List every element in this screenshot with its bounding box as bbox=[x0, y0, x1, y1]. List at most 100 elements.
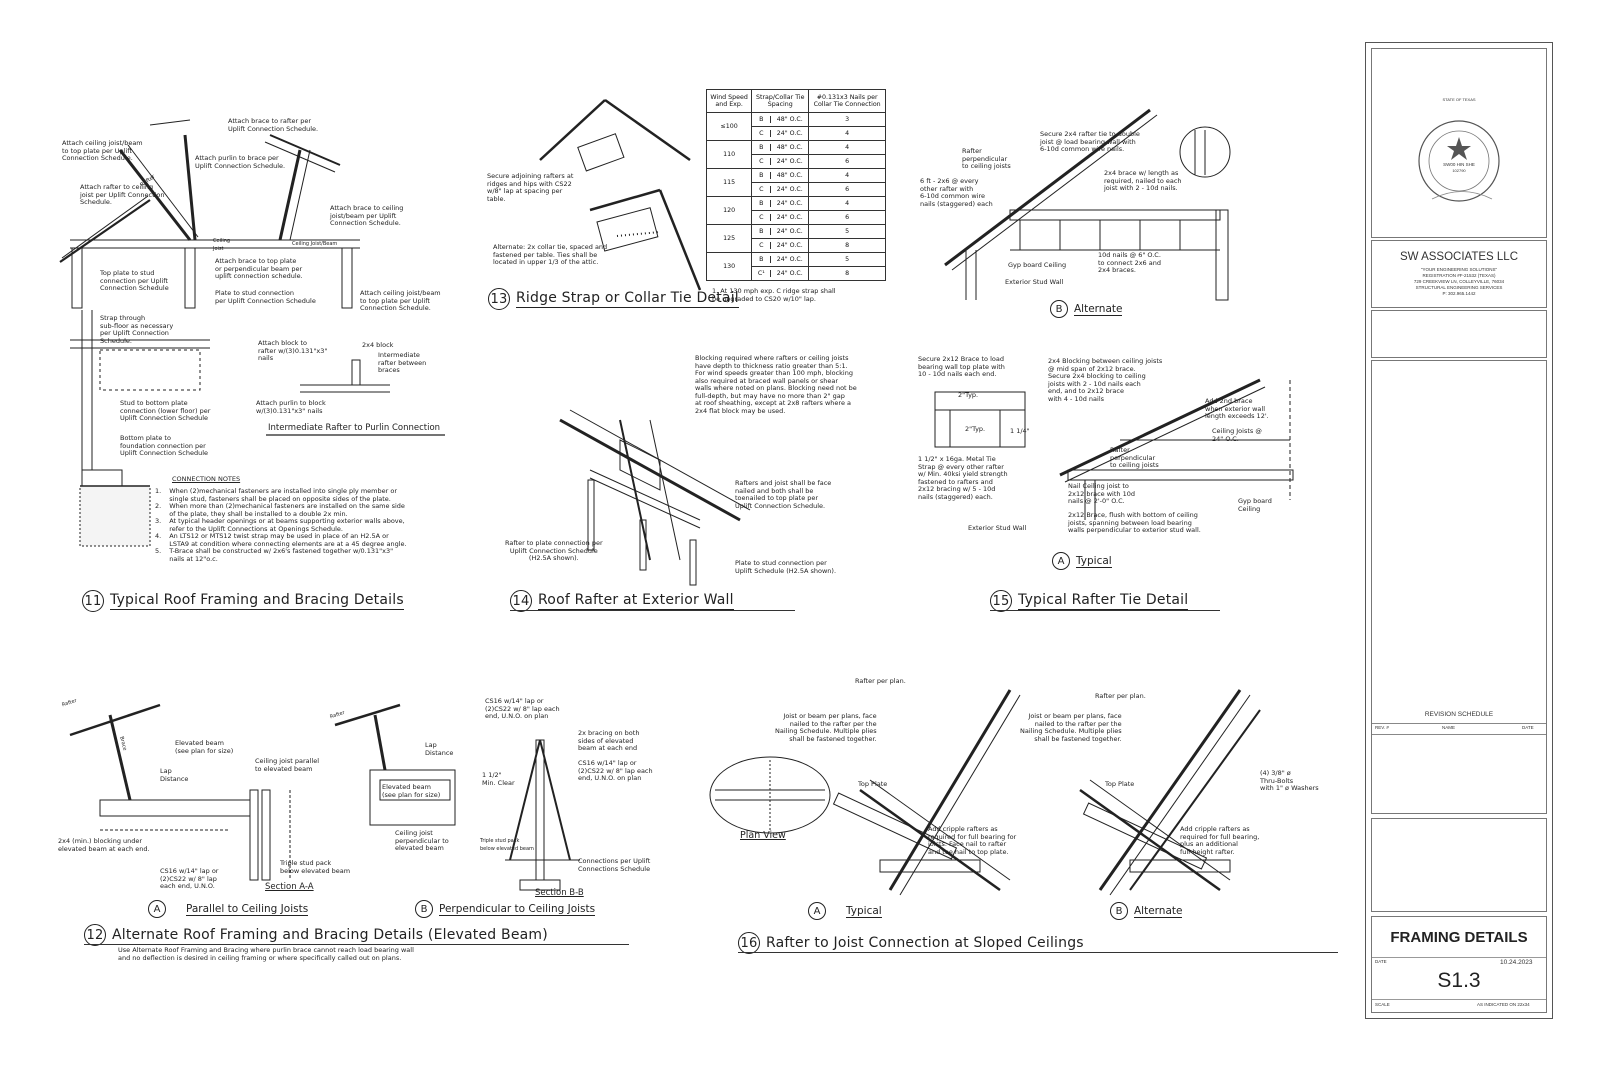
exposure-cell: B bbox=[752, 256, 772, 263]
detail-number: 15 bbox=[990, 590, 1012, 612]
spacing-cell: 24" O.C. bbox=[776, 214, 803, 221]
col-spacing: Strap/Collar Tie Spacing bbox=[751, 89, 810, 113]
detail-title-text: Roof Rafter at Exterior Wall bbox=[538, 592, 734, 610]
subdetail-letter: A bbox=[148, 900, 166, 918]
nails-cell: 3 bbox=[808, 112, 886, 127]
engineer-seal-icon bbox=[1418, 120, 1500, 202]
callout-collar-tie: Alternate: 2x collar tie, spaced and fas… bbox=[493, 243, 608, 266]
detail-number: 13 bbox=[488, 288, 510, 310]
subdetail-letter: A bbox=[808, 902, 826, 920]
callout-ceiling-joist-top-plate-2: Attach ceiling joist/beam to top plate p… bbox=[360, 289, 441, 312]
sheet-number: S1.3 bbox=[1437, 969, 1481, 992]
note-number: 2. bbox=[155, 502, 162, 510]
detail-title-text: Ridge Strap or Collar Tie Detail bbox=[516, 290, 739, 308]
exposure-cell: C bbox=[752, 130, 772, 137]
blank-panel bbox=[1371, 310, 1547, 358]
callout-stud-bottom-plate: Stud to bottom plate connection (lower f… bbox=[120, 399, 211, 422]
dim-2in-typ: 2"Typ. bbox=[958, 391, 979, 399]
callout-rafter-ceiling-joist: Attach rafter to ceiling joist per Uplif… bbox=[80, 183, 165, 206]
plan-view-label: Plan View bbox=[740, 830, 786, 841]
callout-15a-rafter: Rafter perpendicular to ceiling joists bbox=[1110, 446, 1159, 469]
detail-12b-subtitle: B Perpendicular to Ceiling Joists bbox=[415, 900, 596, 918]
note-text: When (2)mechanical fasteners are install… bbox=[169, 487, 398, 503]
detail-16a-subtitle: A Typical bbox=[808, 902, 882, 920]
wind-speed-cell: 110 bbox=[705, 140, 753, 169]
callout-12b-cs16-top: CS16 w/14" lap or (2)CS22 w/ 8" lap each… bbox=[485, 697, 560, 720]
title-underline bbox=[738, 952, 1338, 953]
nails-cell: 4 bbox=[808, 168, 886, 183]
detail-14-title: 14 Roof Rafter at Exterior Wall bbox=[510, 590, 734, 612]
blank-panel-2 bbox=[1371, 818, 1547, 912]
exposure-cell: B bbox=[752, 116, 772, 123]
exposure-spacing-wrap: C 24" O.C. bbox=[752, 130, 808, 137]
spacing-cell: 24" O.C. bbox=[776, 130, 803, 137]
col-nails: #0.131x3 Nails per Collar Tie Connection bbox=[808, 89, 886, 113]
table-header-row: Wind Speed and Exp. Strap/Collar Tie Spa… bbox=[705, 89, 886, 113]
exposure-cell: B bbox=[752, 144, 772, 151]
detail-title-text: Typical Rafter Tie Detail bbox=[1018, 592, 1189, 610]
spacing-cell: 24" O.C. bbox=[776, 256, 803, 263]
title-underline bbox=[84, 944, 629, 945]
callout-12b-connections: Connections per Uplift Connections Sched… bbox=[578, 857, 651, 873]
note-item: 5.T-Brace shall be constructed w/ 2x6's … bbox=[155, 547, 455, 563]
name-col-header: NAME bbox=[1442, 725, 1456, 730]
callout-12b-elevated-beam: Elevated beam (see plan for size) bbox=[382, 783, 441, 799]
nails-cell: 8 bbox=[808, 238, 886, 253]
nails-cell: 8 bbox=[808, 266, 886, 281]
callout-15a-2x12-brace: Secure 2x12 Brace to load bearing wall t… bbox=[918, 355, 1005, 378]
exposure-spacing-cell: B 24" O.C. bbox=[751, 252, 810, 267]
detail-12-title: 12 Alternate Roof Framing and Bracing De… bbox=[84, 924, 548, 946]
exposure-cell: C¹ bbox=[752, 270, 772, 277]
callout-12b-triple-stud: Triple stud pack below elevated beam bbox=[480, 838, 534, 852]
spacing-cell: 48" O.C. bbox=[776, 172, 803, 179]
callout-15a-nail-joist: Nail Ceiling joist to 2x12 brace with 10… bbox=[1068, 482, 1135, 505]
callout-15b-exterior-wall: Exterior Stud Wall bbox=[1005, 278, 1064, 286]
detail-11-title: 11 Typical Roof Framing and Bracing Deta… bbox=[82, 590, 404, 612]
section-a-a: Section A-A bbox=[265, 882, 314, 892]
callout-purlin-brace: Attach purlin to brace per Uplift Connec… bbox=[195, 154, 286, 170]
note-number: 3. bbox=[155, 517, 162, 525]
callout-15b-rafter: Rafter perpendicular to ceiling joists bbox=[962, 147, 1011, 170]
revision-header-row: REV. # NAME DATE bbox=[1372, 723, 1546, 735]
detail-15-title: 15 Typical Rafter Tie Detail bbox=[990, 590, 1189, 612]
revision-title: REVISION SCHEDULE bbox=[1424, 711, 1494, 718]
subdetail-title: Perpendicular to Ceiling Joists bbox=[439, 902, 596, 916]
callout-15b-brace: 2x4 brace w/ length as required, nailed … bbox=[1104, 169, 1182, 192]
scale-label: SCALE bbox=[1375, 1002, 1390, 1007]
detail-number: 14 bbox=[510, 590, 532, 612]
firm-address: 729 CREEKVIEW LN, COLLEYVILLE, 76034 bbox=[1413, 279, 1505, 284]
callout-16a-cripple: Add cripple rafters as required for full… bbox=[928, 825, 1017, 856]
sheet-title: FRAMING DETAILS bbox=[1390, 929, 1528, 946]
nails-cell: 5 bbox=[808, 252, 886, 267]
firm-services: STRUCTURAL ENGINEERING SERVICES bbox=[1415, 285, 1503, 290]
subdetail-title: Typical bbox=[1076, 554, 1112, 568]
detail-title-text: Alternate Roof Framing and Bracing Detai… bbox=[112, 927, 548, 943]
note-item: 4.An LTS12 or MTS12 twist strap may be u… bbox=[155, 532, 455, 548]
detail-13-title: 13 Ridge Strap or Collar Tie Detail bbox=[488, 288, 739, 310]
callout-15a-gyp: Gyp board Ceiling bbox=[1238, 497, 1272, 513]
note-number: 4. bbox=[155, 532, 162, 540]
subdetail-title: Typical bbox=[846, 904, 882, 918]
callout-plate-stud: Plate to stud connection per Uplift Conn… bbox=[215, 289, 316, 305]
rev-col-header: REV. # bbox=[1375, 725, 1389, 730]
detail-number: 11 bbox=[82, 590, 104, 612]
callout-brace-top-plate: Attach brace to top plate or perpendicul… bbox=[215, 257, 303, 280]
callout-16b-thru-bolts: (4) 3/8" ø Thru-Bolts with 1" ø Washers bbox=[1260, 769, 1319, 792]
nails-cell: 6 bbox=[808, 182, 886, 197]
callout-12b-cs16-right: CS16 w/14" lap or (2)CS22 w/ 8" lap each… bbox=[578, 759, 653, 782]
callout-blocking: Blocking required where rafters or ceili… bbox=[695, 354, 857, 415]
exposure-cell: B bbox=[752, 228, 772, 235]
callout-15b-gyp: Gyp board Ceiling bbox=[1008, 261, 1067, 269]
